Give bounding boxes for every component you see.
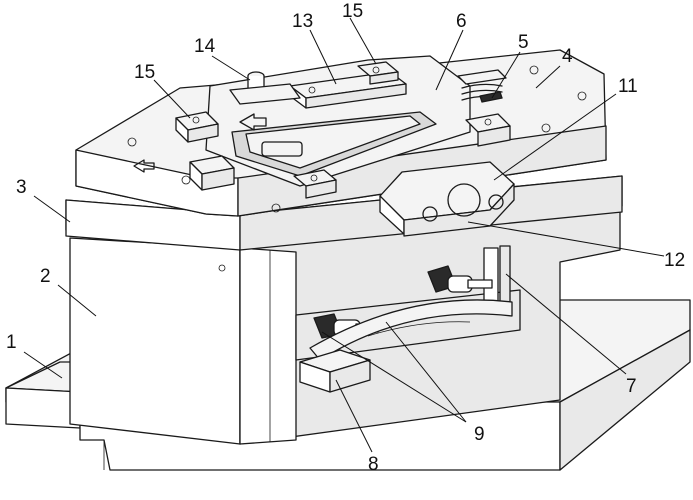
leader-15b bbox=[349, 17, 377, 65]
callout-7: 7 bbox=[626, 376, 637, 397]
leader-lines bbox=[23, 17, 665, 453]
clamp-block-left bbox=[175, 111, 219, 143]
callout-12: 12 bbox=[664, 250, 685, 271]
leader-9a bbox=[321, 331, 467, 423]
callout-4: 4 bbox=[562, 46, 573, 67]
spring-clip bbox=[457, 69, 507, 103]
leader-4 bbox=[535, 65, 561, 89]
callout-6: 6 bbox=[456, 11, 467, 32]
callout-2: 2 bbox=[40, 266, 51, 287]
cylinder-right bbox=[427, 265, 493, 293]
leader-13 bbox=[309, 29, 337, 85]
leader-7 bbox=[505, 273, 627, 375]
callout-14: 14 bbox=[194, 36, 216, 57]
leader-14 bbox=[211, 55, 251, 81]
clamp-block-front bbox=[189, 155, 235, 191]
callout-labels: 1 2 3 4 5 6 7 8 9 11 12 13 14 15 15 bbox=[6, 1, 685, 475]
leader-12 bbox=[467, 221, 665, 257]
leader-3 bbox=[33, 195, 71, 223]
leader-8 bbox=[335, 379, 373, 453]
clamp-block-right bbox=[357, 61, 399, 85]
callout-11: 11 bbox=[618, 76, 638, 97]
callout-8: 8 bbox=[368, 454, 379, 475]
leader-6 bbox=[435, 29, 464, 91]
slide-block bbox=[299, 349, 371, 393]
leader-5 bbox=[491, 51, 521, 99]
callout-15b: 15 bbox=[342, 1, 363, 22]
connector-block bbox=[379, 161, 515, 237]
callout-1: 1 bbox=[6, 332, 17, 353]
callout-3: 3 bbox=[16, 177, 27, 198]
callout-15a: 15 bbox=[134, 62, 155, 83]
arc-plate bbox=[309, 299, 513, 361]
leader-15a bbox=[153, 79, 191, 119]
clamp-block-back bbox=[465, 113, 511, 147]
callout-5: 5 bbox=[518, 32, 529, 53]
leader-2 bbox=[57, 284, 97, 317]
leader-1 bbox=[23, 351, 63, 379]
locating-pin bbox=[229, 71, 301, 105]
leader-9b bbox=[385, 321, 467, 423]
leader-11 bbox=[493, 93, 617, 181]
callout-13: 13 bbox=[292, 11, 313, 32]
callout-9: 9 bbox=[474, 424, 485, 445]
corner-block bbox=[293, 169, 337, 199]
